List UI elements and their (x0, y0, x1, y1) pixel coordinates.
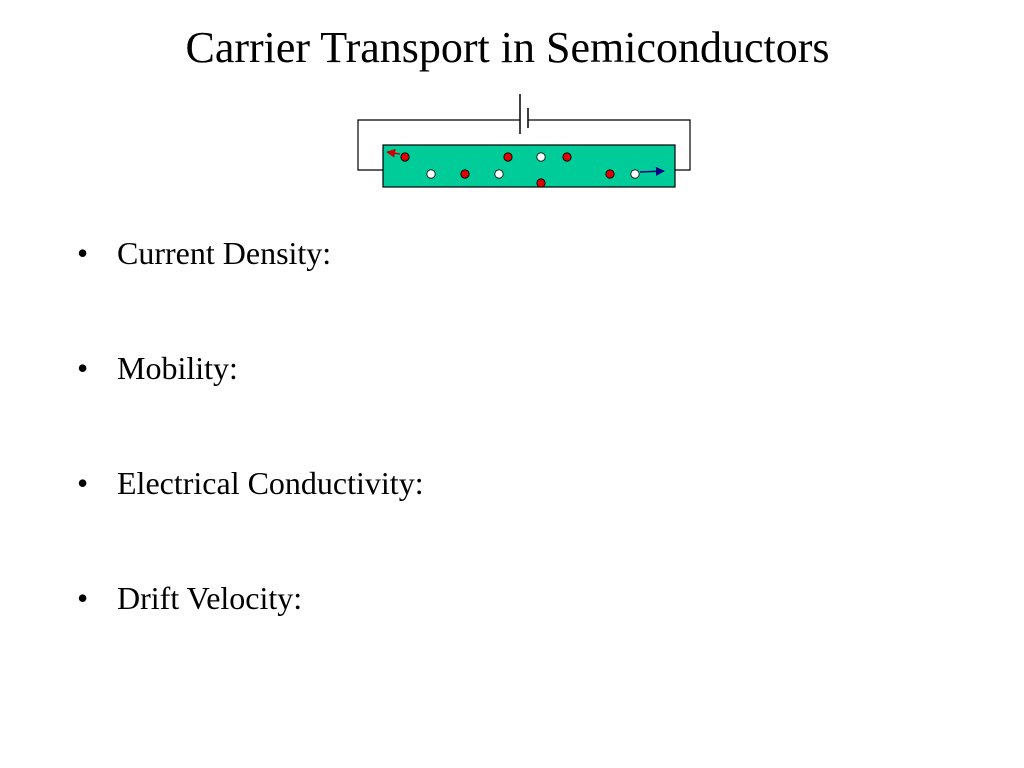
electrons (400, 152, 615, 188)
circuit-wire (357, 119, 691, 171)
semiconductor-bar (382, 144, 676, 188)
electron (400, 152, 410, 162)
electron (605, 169, 615, 179)
bullet-label: Drift Velocity: (117, 580, 303, 616)
bullet-label: Mobility: (117, 350, 238, 386)
electron-drift-arrow (386, 148, 401, 158)
electron (503, 152, 513, 162)
bullet-electrical-conductivity: • Electrical Conductivity: (77, 463, 424, 503)
slide-title: Carrier Transport in Semiconductors (185, 23, 830, 72)
battery-icon (519, 94, 529, 134)
electron (536, 178, 546, 188)
electron (562, 152, 572, 162)
bullet-mobility: • Mobility: (77, 348, 424, 388)
hole (494, 169, 504, 179)
hole (536, 152, 546, 162)
electron (460, 169, 470, 179)
hole (426, 169, 436, 179)
bullet-marker: • (77, 235, 89, 271)
bullet-label: Current Density: (117, 235, 332, 271)
hole-drift-arrow (639, 166, 665, 176)
bullet-marker: • (77, 580, 89, 616)
bullet-label: Electrical Conductivity: (117, 465, 424, 501)
hole (630, 169, 640, 179)
semiconductor-circuit-diagram (357, 94, 691, 188)
bullet-marker: • (77, 350, 89, 386)
holes (426, 152, 640, 179)
bullet-marker: • (77, 465, 89, 501)
bullet-drift-velocity: • Drift Velocity: (77, 578, 424, 618)
bullet-current-density: • Current Density: (77, 233, 424, 273)
bullet-list: • Current Density: • Mobility: • Electri… (77, 233, 424, 693)
